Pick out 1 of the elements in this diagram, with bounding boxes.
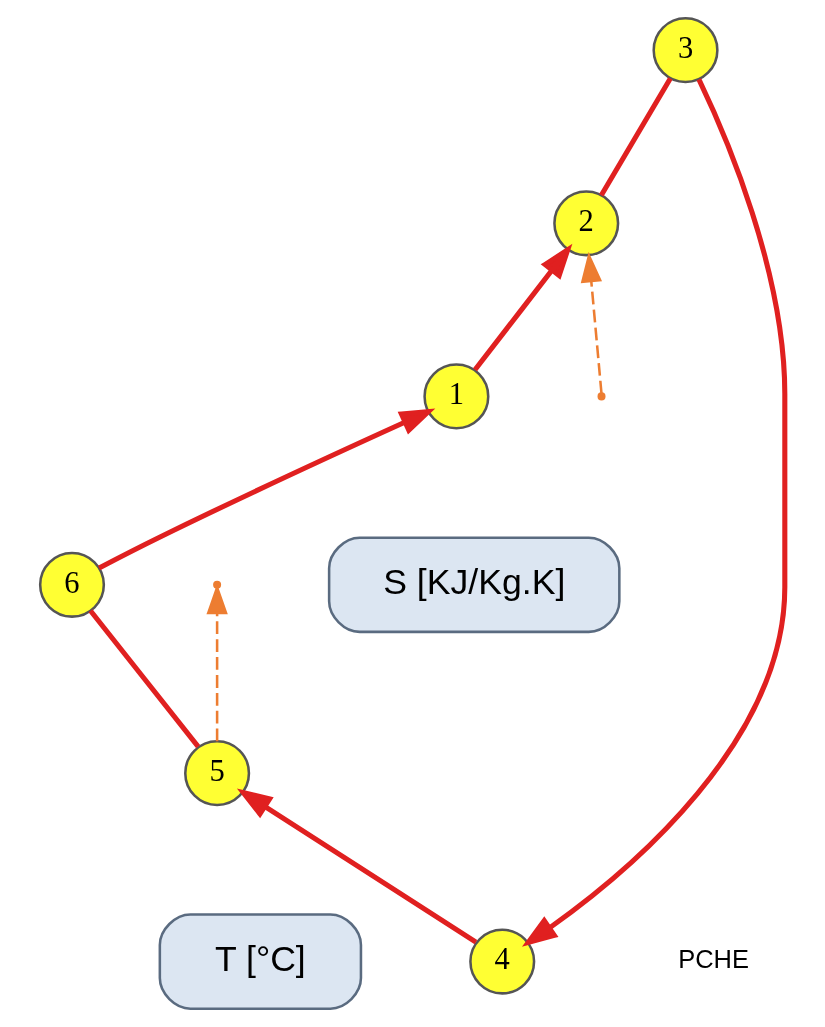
label: PCHE bbox=[678, 944, 749, 973]
